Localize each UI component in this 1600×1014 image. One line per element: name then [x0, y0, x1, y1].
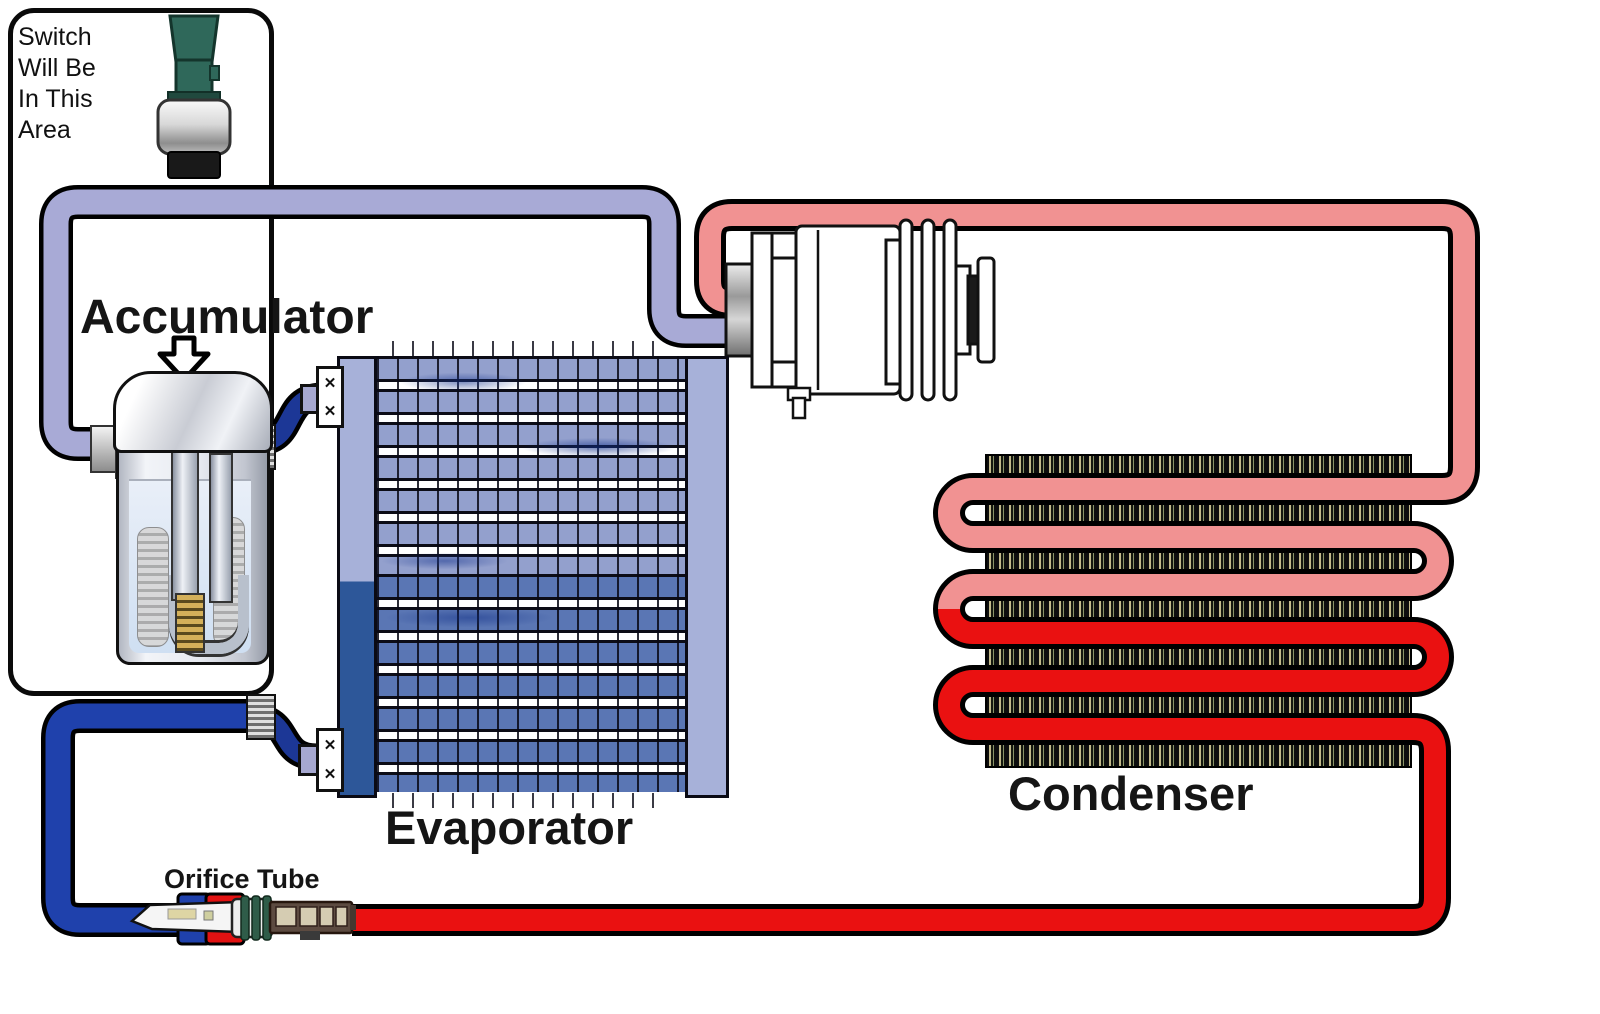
switch-note: Switch Will Be In This Area	[18, 22, 96, 146]
switch-note-line: Switch	[18, 23, 92, 51]
evaporator-top-fins	[392, 341, 669, 356]
accumulator-right-tube	[209, 453, 233, 603]
desiccant-bag	[137, 527, 169, 647]
accumulator-filter-screen	[175, 593, 205, 653]
pulley-groove	[942, 218, 958, 402]
evaporator-right-tank	[685, 356, 729, 798]
low-pressure-liquid-pipe	[41, 699, 254, 937]
evaporator-left-tank	[337, 356, 377, 798]
o-ring	[251, 895, 261, 941]
compressor	[724, 218, 996, 420]
o-ring	[240, 895, 250, 941]
accumulator-label: Accumulator	[80, 291, 374, 344]
evaporator-frost-smudges	[377, 356, 685, 792]
orifice-tube-label: Orifice Tube	[164, 864, 320, 894]
evaporator	[337, 341, 729, 808]
switch-note-line: In This	[18, 85, 93, 113]
switch-note-line: Will Be	[18, 54, 96, 82]
down-arrow-icon	[157, 335, 211, 383]
accumulator-dome	[113, 371, 273, 453]
pressure-switch	[156, 14, 232, 179]
evaporator-inlet-fitting: ✕✕	[316, 728, 344, 792]
discharge-and-condenser-tube	[352, 199, 1480, 936]
accumulator	[85, 365, 280, 670]
compressor-port-block	[724, 262, 754, 358]
evaporator-outlet-fitting: ✕✕	[316, 366, 344, 428]
evaporator-label: Evaporator	[385, 801, 634, 854]
pulley-groove	[920, 218, 936, 402]
orifice-tube	[129, 892, 356, 946]
liquid-line-nut	[246, 694, 276, 740]
evaporator-bottom-fins	[392, 793, 669, 808]
accumulator-u-tube	[169, 575, 249, 654]
pulley-groove	[898, 218, 914, 402]
accumulator-center-tube	[171, 441, 199, 601]
switch-note-line: Area	[18, 116, 71, 144]
condenser-label: Condenser	[1008, 767, 1254, 820]
suction-vapor-pipe	[39, 185, 748, 461]
